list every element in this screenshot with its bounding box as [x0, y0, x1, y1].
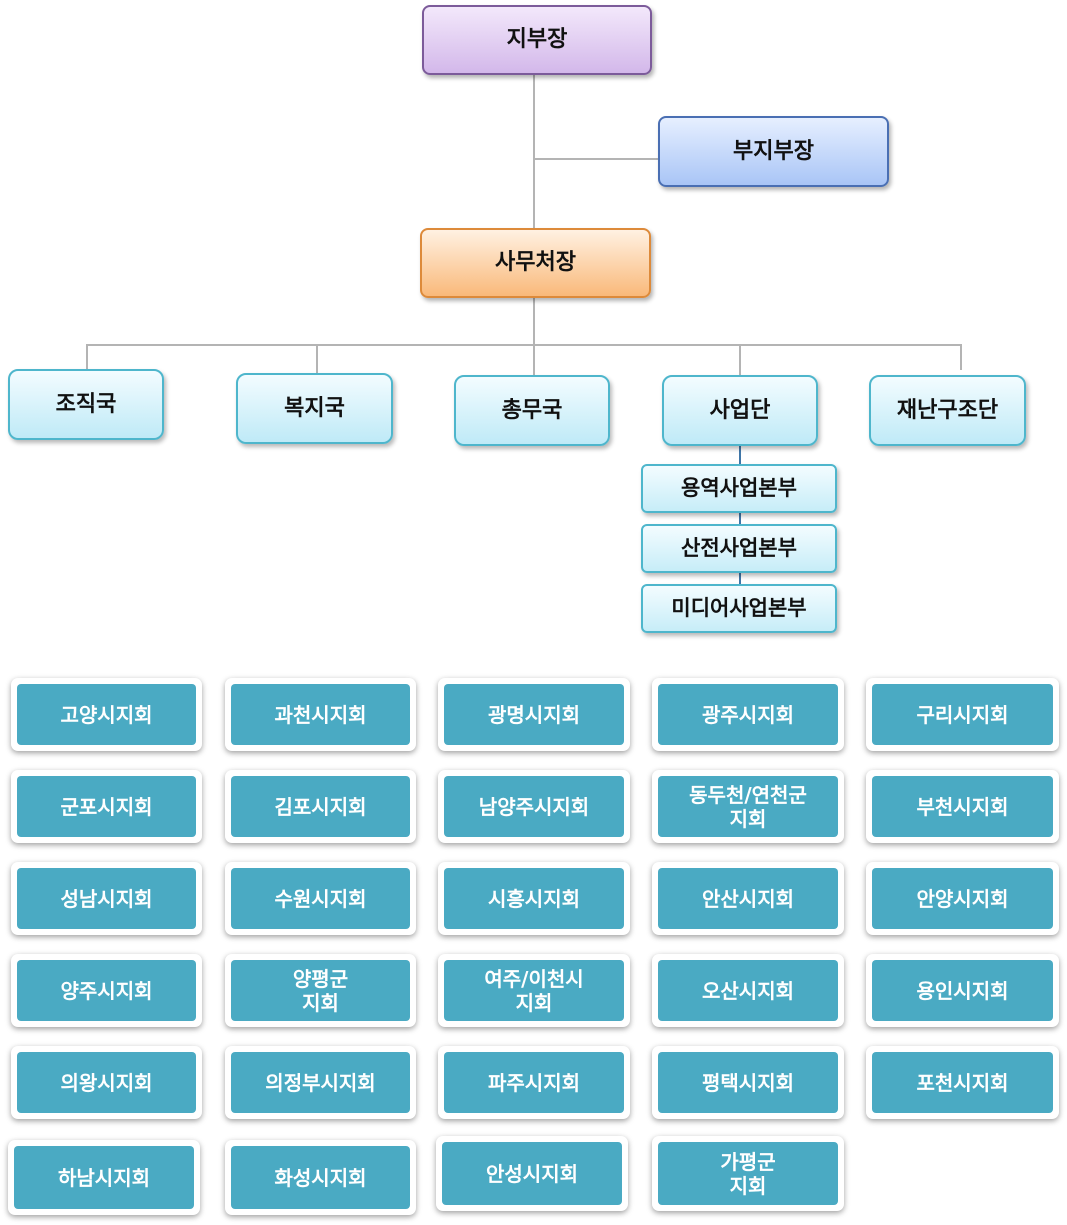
connector-business-units — [739, 444, 741, 590]
branch-card: 고양시지회 — [11, 678, 202, 751]
connector-department-bus — [86, 344, 962, 346]
branch-label: 용인시지회 — [872, 960, 1053, 1021]
branch-label: 수원시지회 — [231, 868, 410, 929]
branch-label: 성남시지회 — [17, 868, 196, 929]
connector-vice-chief — [535, 158, 659, 160]
node-department-rescue: 재난구조단 — [869, 375, 1026, 446]
node-department-welfare: 복지국 — [236, 373, 393, 444]
branch-card: 부천시지회 — [866, 770, 1059, 843]
connector-dept-2 — [316, 344, 318, 374]
branch-card: 안성시지회 — [436, 1136, 628, 1211]
node-secretary-general: 사무처장 — [420, 228, 651, 298]
branch-card: 화성시지회 — [225, 1140, 416, 1215]
branch-card: 성남시지회 — [11, 862, 202, 935]
branch-card: 포천시지회 — [866, 1046, 1059, 1119]
branch-label: 의정부시지회 — [231, 1052, 410, 1113]
branch-card: 용인시지회 — [866, 954, 1059, 1027]
branch-label: 동두천/연천군 지회 — [658, 776, 838, 837]
branch-label: 군포시지회 — [17, 776, 196, 837]
branch-label: 과천시지회 — [231, 684, 410, 745]
node-department-general-affairs: 총무국 — [454, 375, 610, 446]
branch-label: 오산시지회 — [658, 960, 838, 1021]
node-department-organization: 조직국 — [8, 369, 164, 440]
branch-label: 평택시지회 — [658, 1052, 838, 1113]
branch-card: 오산시지회 — [652, 954, 844, 1027]
branch-label: 구리시지회 — [872, 684, 1053, 745]
branch-card: 안산시지회 — [652, 862, 844, 935]
branch-card: 광주시지회 — [652, 678, 844, 751]
branch-card: 시흥시지회 — [438, 862, 630, 935]
branch-card: 양주시지회 — [11, 954, 202, 1027]
branch-card: 의정부시지회 — [225, 1046, 416, 1119]
branch-card: 군포시지회 — [11, 770, 202, 843]
branch-label: 안양시지회 — [872, 868, 1053, 929]
branch-label: 안성시지회 — [442, 1142, 622, 1205]
connector-dept-4 — [739, 344, 741, 376]
branch-label: 의왕시지회 — [17, 1052, 196, 1113]
branch-card: 가평군 지회 — [652, 1136, 844, 1211]
branch-card: 구리시지회 — [866, 678, 1059, 751]
branch-card: 수원시지회 — [225, 862, 416, 935]
connector-dept-5 — [960, 344, 962, 370]
branch-label: 화성시지회 — [231, 1146, 410, 1209]
connector-dept-1 — [86, 344, 88, 370]
branch-card: 과천시지회 — [225, 678, 416, 751]
connector-chief-secretary — [533, 74, 535, 230]
branch-label: 광명시지회 — [444, 684, 624, 745]
branch-card: 파주시지회 — [438, 1046, 630, 1119]
branch-card: 여주/이천시 지회 — [438, 954, 630, 1027]
branch-card: 의왕시지회 — [11, 1046, 202, 1119]
branch-label: 양주시지회 — [17, 960, 196, 1021]
branch-label: 남양주시지회 — [444, 776, 624, 837]
branch-label: 고양시지회 — [17, 684, 196, 745]
branch-label: 부천시지회 — [872, 776, 1053, 837]
branch-card: 광명시지회 — [438, 678, 630, 751]
branch-card: 남양주시지회 — [438, 770, 630, 843]
branch-card: 동두천/연천군 지회 — [652, 770, 844, 843]
node-business-unit-service: 용역사업본부 — [641, 464, 837, 513]
branch-label: 가평군 지회 — [658, 1142, 838, 1205]
node-business-unit-industrial: 산전사업본부 — [641, 524, 837, 573]
node-department-business: 사업단 — [662, 375, 818, 446]
node-chief: 지부장 — [422, 5, 652, 75]
branch-label: 광주시지회 — [658, 684, 838, 745]
branch-label: 여주/이천시 지회 — [444, 960, 624, 1021]
connector-dept-3 — [533, 344, 535, 376]
branch-label: 안산시지회 — [658, 868, 838, 929]
branch-card: 평택시지회 — [652, 1046, 844, 1119]
node-business-unit-media: 미디어사업본부 — [641, 584, 837, 633]
branch-label: 포천시지회 — [872, 1052, 1053, 1113]
branch-label: 파주시지회 — [444, 1052, 624, 1113]
branch-card: 하남시지회 — [8, 1140, 200, 1215]
node-vice-chief: 부지부장 — [658, 116, 889, 187]
branch-label: 양평군 지회 — [231, 960, 410, 1021]
branch-label: 하남시지회 — [14, 1146, 194, 1209]
branch-label: 시흥시지회 — [444, 868, 624, 929]
connector-secretary-departments — [533, 296, 535, 346]
branch-card: 안양시지회 — [866, 862, 1059, 935]
branch-card: 김포시지회 — [225, 770, 416, 843]
branch-label: 김포시지회 — [231, 776, 410, 837]
branch-card: 양평군 지회 — [225, 954, 416, 1027]
